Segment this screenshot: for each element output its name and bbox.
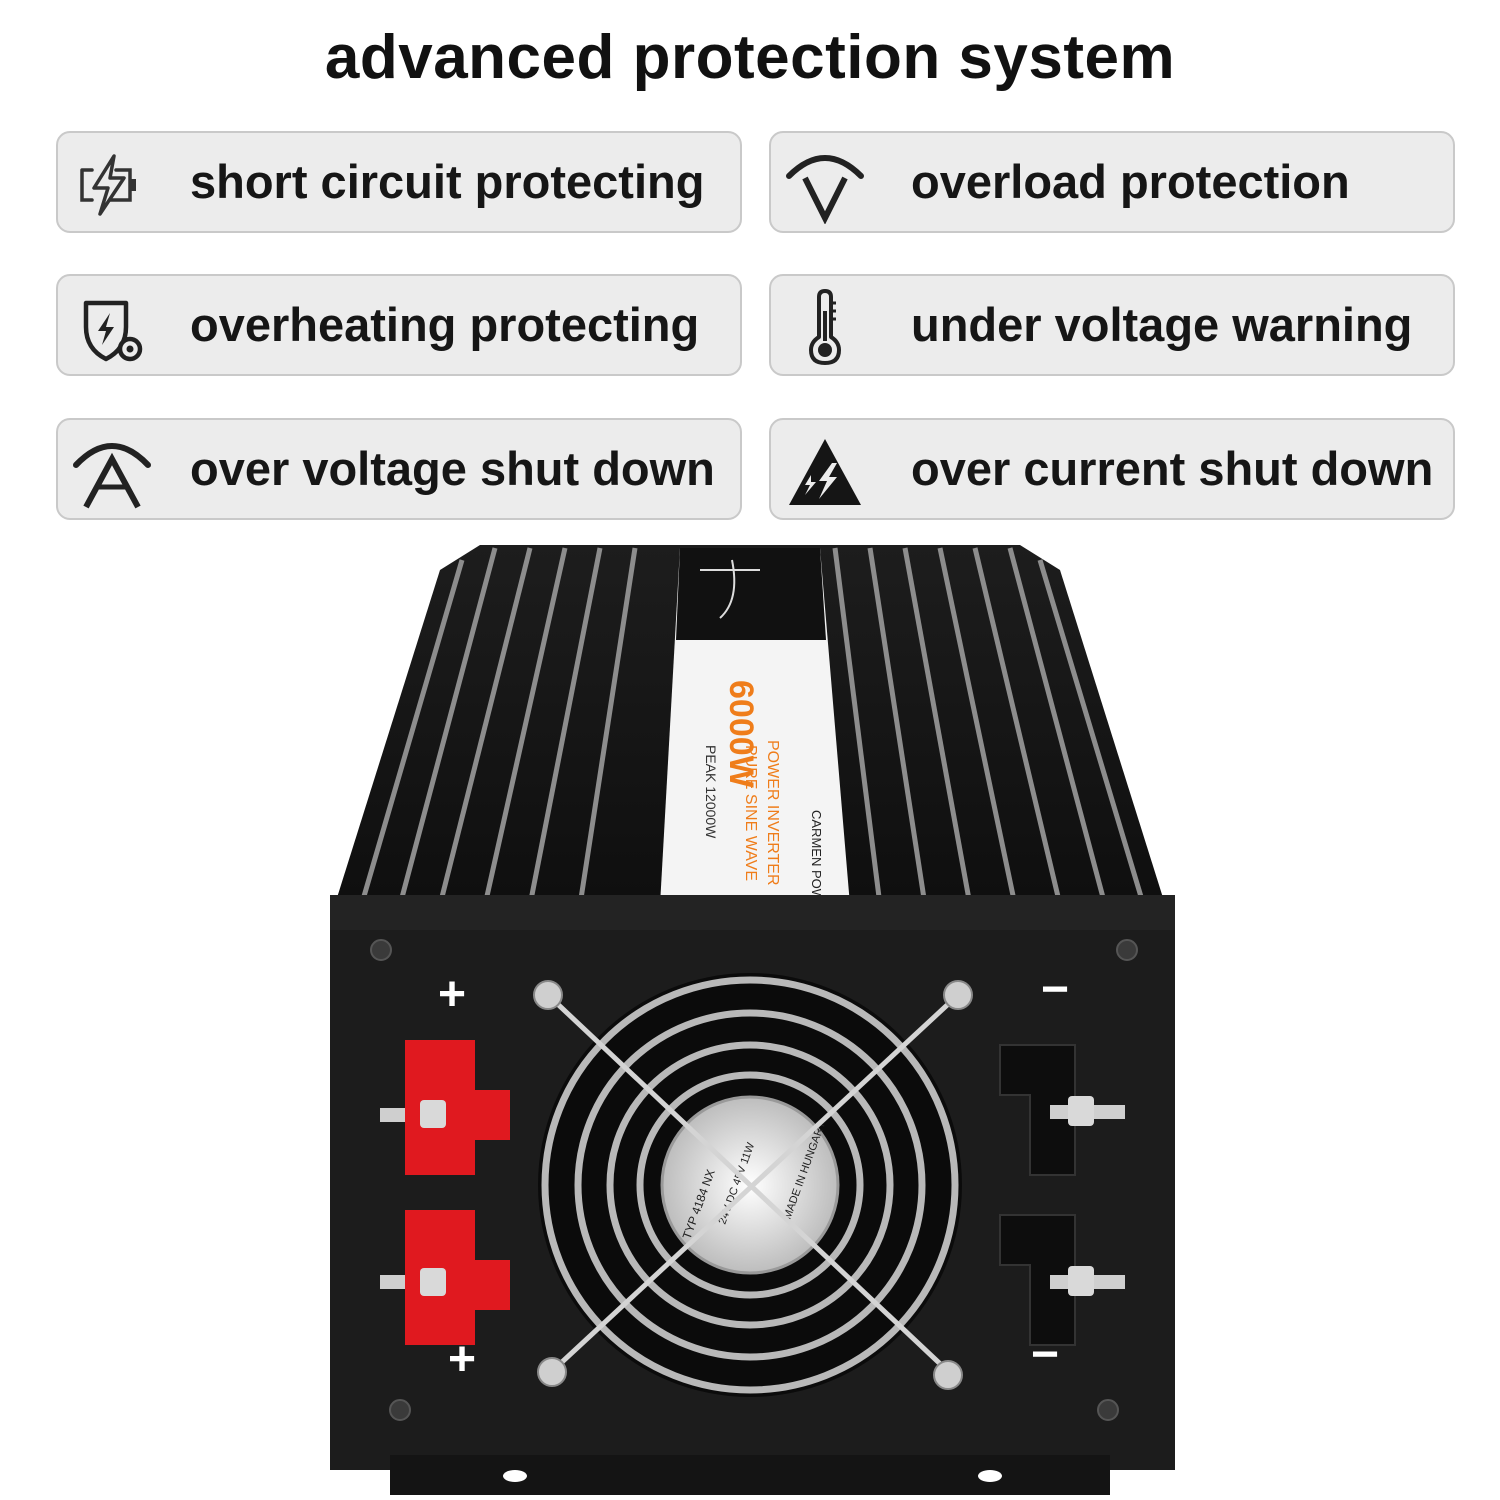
feature-card-over-current: over current shut down <box>769 418 1455 520</box>
feature-card-short-circuit: short circuit protecting <box>56 131 742 233</box>
label-brand: CARMEN POWER <box>809 810 824 919</box>
feature-label: overheating protecting <box>190 298 700 351</box>
feature-label: short circuit protecting <box>190 155 705 208</box>
gauge-a-icon <box>72 431 152 511</box>
negative-terminal <box>999 1044 1125 1176</box>
feature-card-under-voltage: under voltage warning <box>769 274 1455 376</box>
gauge-v-icon <box>785 144 865 224</box>
feature-card-overheating: overheating protecting <box>56 274 742 376</box>
high-voltage-warning-icon <box>785 431 865 511</box>
feature-label: overload protection <box>911 155 1350 208</box>
positive-mark: + <box>438 968 466 1021</box>
label-peak: PEAK 12000W <box>703 745 719 839</box>
feature-card-over-voltage: over voltage shut down <box>56 418 742 520</box>
label-line-1: POWER INVERTER <box>764 740 781 886</box>
feature-label: over current shut down <box>911 442 1434 495</box>
positive-terminal <box>380 1040 510 1175</box>
power-inverter-image: 6000W POWER INVERTER PURE SINE WAVE PEAK… <box>0 530 1500 1500</box>
shield-lightning-icon <box>72 287 152 367</box>
power-rating-text: 6000W <box>722 680 760 789</box>
feature-label: over voltage shut down <box>190 442 715 495</box>
negative-mark: − <box>1041 963 1069 1016</box>
negative-terminal-2 <box>999 1214 1125 1346</box>
cooling-fan: TYP 4184 NX 24V DC 45V 11W MADE IN HUNGA… <box>533 973 973 1397</box>
page-title: advanced protection system <box>324 23 1176 92</box>
label-line-2: PURE SINE WAVE <box>742 745 759 881</box>
thermometer-icon <box>785 287 865 367</box>
feature-label: under voltage warning <box>911 298 1413 351</box>
battery-lightning-icon <box>72 144 152 224</box>
positive-terminal-2 <box>380 1210 510 1345</box>
feature-card-overload: overload protection <box>769 131 1455 233</box>
